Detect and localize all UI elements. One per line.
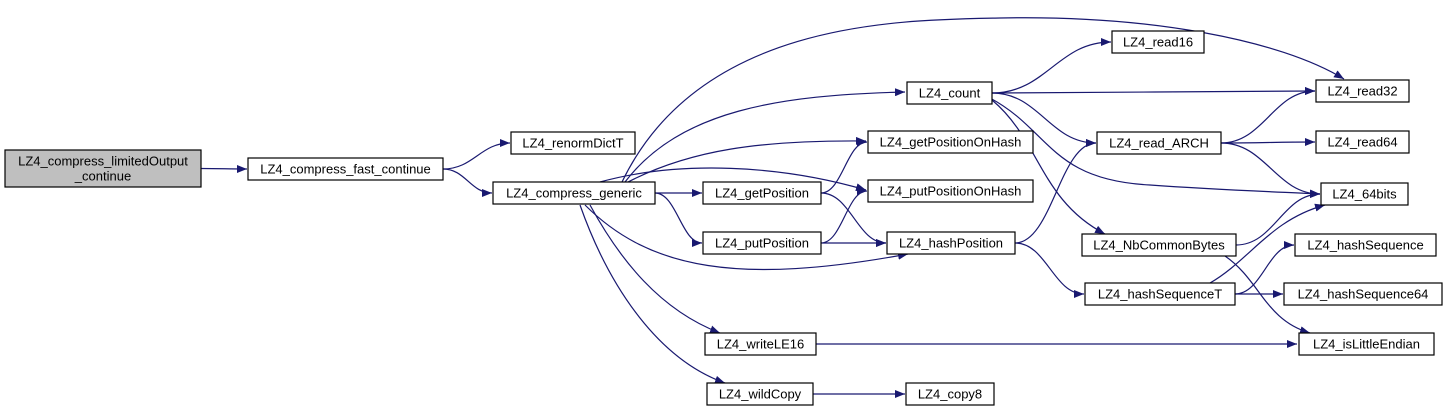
- node-nbcommon[interactable]: LZ4_NbCommonBytes: [1081, 233, 1237, 257]
- node-label: LZ4_getPosition: [715, 186, 809, 201]
- node-label: LZ4_hashSequence: [1307, 238, 1423, 253]
- edge-count-to-bits64: [989, 97, 1321, 198]
- node-box: [906, 81, 993, 105]
- edge-putpos-to-putposhash: [820, 187, 868, 244]
- node-box: [867, 179, 1034, 203]
- edge-root-to-fastcont: [200, 164, 248, 173]
- node-renorm[interactable]: LZ4_renormDictT: [510, 131, 636, 155]
- node-label: LZ4_wildCopy: [719, 387, 802, 402]
- node-label: LZ4_read32: [1327, 84, 1397, 99]
- node-islittle[interactable]: LZ4_isLittleEndian: [1298, 332, 1435, 356]
- edge-count-to-read16: [991, 38, 1112, 94]
- node-read32[interactable]: LZ4_read32: [1315, 79, 1410, 103]
- node-label: LZ4_read_ARCH: [1109, 136, 1209, 151]
- edge-readarch-to-read32: [1220, 87, 1316, 144]
- node-bits64[interactable]: LZ4_64bits: [1320, 182, 1409, 206]
- node-label: LZ4_64bits: [1332, 187, 1397, 202]
- node-box: [867, 130, 1034, 154]
- edge-generic-to-hashpos: [584, 204, 909, 271]
- edge-readarch-to-read64: [1220, 138, 1316, 147]
- node-label: LZ4_getPositionOnHash: [880, 135, 1022, 150]
- edges-layer: [200, 17, 1345, 398]
- node-box: [1315, 79, 1410, 103]
- edge-generic-to-count: [624, 88, 906, 183]
- node-label: LZ4_read16: [1123, 35, 1193, 50]
- node-generic[interactable]: LZ4_compress_generic: [492, 181, 656, 205]
- edge-generic-to-getposhash: [627, 136, 867, 183]
- node-wildcopy[interactable]: LZ4_wildCopy: [706, 382, 814, 406]
- edge-hashseqT-to-hashseq: [1234, 241, 1295, 295]
- node-label: LZ4_compress_limitedOutput: [18, 154, 188, 169]
- edge-getpos-to-getposhash: [820, 138, 868, 194]
- node-label: LZ4_copy8: [918, 387, 982, 402]
- node-label: LZ4_putPositionOnHash: [880, 184, 1022, 199]
- node-writele16[interactable]: LZ4_writeLE16: [704, 332, 817, 356]
- node-box: [1315, 130, 1410, 154]
- node-readarch[interactable]: LZ4_read_ARCH: [1096, 131, 1222, 155]
- node-count[interactable]: LZ4_count: [906, 81, 993, 105]
- node-putpos[interactable]: LZ4_putPosition: [702, 231, 822, 255]
- edge-count-to-read32: [991, 87, 1316, 96]
- node-label: LZ4_compress_fast_continue: [260, 162, 431, 177]
- edge-count-to-readarch: [991, 92, 1097, 147]
- edge-nbcommon-to-bits64: [1235, 190, 1321, 246]
- edge-readarch-to-bits64: [1220, 142, 1321, 198]
- node-box: [706, 382, 814, 406]
- node-read64[interactable]: LZ4_read64: [1315, 130, 1410, 154]
- node-box: [704, 332, 817, 356]
- edge-generic-to-wildcopy: [579, 204, 726, 384]
- node-copy8[interactable]: LZ4_copy8: [905, 382, 995, 406]
- node-box: [1320, 182, 1409, 206]
- edge-hashseqT-to-bits64: [1209, 203, 1326, 284]
- node-box: [905, 382, 995, 406]
- node-label: LZ4_renormDictT: [522, 136, 623, 151]
- node-label: LZ4_putPosition: [715, 236, 809, 251]
- node-label: _continue: [74, 169, 131, 184]
- node-label: LZ4_writeLE16: [717, 337, 804, 352]
- node-label: LZ4_compress_generic: [506, 186, 642, 201]
- node-box: [1096, 131, 1222, 155]
- node-label: LZ4_read64: [1327, 135, 1397, 150]
- edge-fastcont-to-renorm: [442, 139, 511, 170]
- edge-generic-to-read32: [621, 17, 1345, 183]
- node-fastcont[interactable]: LZ4_compress_fast_continue: [247, 157, 444, 181]
- node-hashseq[interactable]: LZ4_hashSequence: [1294, 233, 1437, 257]
- node-label: LZ4_hashSequence64: [1298, 287, 1429, 302]
- node-box: [886, 231, 1016, 255]
- node-box: [1111, 30, 1205, 54]
- node-box: [1283, 282, 1443, 306]
- node-hashseq64[interactable]: LZ4_hashSequence64: [1283, 282, 1443, 306]
- node-hashpos[interactable]: LZ4_hashPosition: [886, 231, 1016, 255]
- node-box: [1294, 233, 1437, 257]
- edge-generic-to-writele16: [589, 204, 721, 334]
- node-box: [1084, 282, 1236, 306]
- edge-generic-to-putpos: [654, 192, 703, 247]
- node-box: [510, 131, 636, 155]
- node-getposhash[interactable]: LZ4_getPositionOnHash: [867, 130, 1034, 154]
- node-label: LZ4_count: [919, 86, 981, 101]
- node-getpos[interactable]: LZ4_getPosition: [702, 181, 822, 205]
- node-box: [702, 181, 822, 205]
- node-root[interactable]: LZ4_compress_limitedOutput_continue: [4, 149, 202, 188]
- edge-fastcont-to-generic: [442, 168, 493, 197]
- node-label: LZ4_NbCommonBytes: [1093, 238, 1225, 253]
- node-hashseqT[interactable]: LZ4_hashSequenceT: [1084, 282, 1236, 306]
- edge-hashpos-to-readarch: [1014, 139, 1097, 244]
- edge-count-to-nbcommon: [991, 99, 1106, 235]
- node-box: [492, 181, 656, 205]
- edge-hashpos-to-hashseqT: [1014, 242, 1085, 298]
- node-box: [702, 231, 822, 255]
- node-label: LZ4_hashSequenceT: [1098, 287, 1222, 302]
- node-box: [247, 157, 444, 181]
- node-box: [1298, 332, 1435, 356]
- node-box: [4, 149, 202, 188]
- node-read16[interactable]: LZ4_read16: [1111, 30, 1205, 54]
- node-putposhash[interactable]: LZ4_putPositionOnHash: [867, 179, 1034, 203]
- node-label: LZ4_isLittleEndian: [1313, 337, 1420, 352]
- edge-generic-to-putposhash: [599, 167, 867, 192]
- node-box: [1081, 233, 1237, 257]
- node-label: LZ4_hashPosition: [899, 236, 1003, 251]
